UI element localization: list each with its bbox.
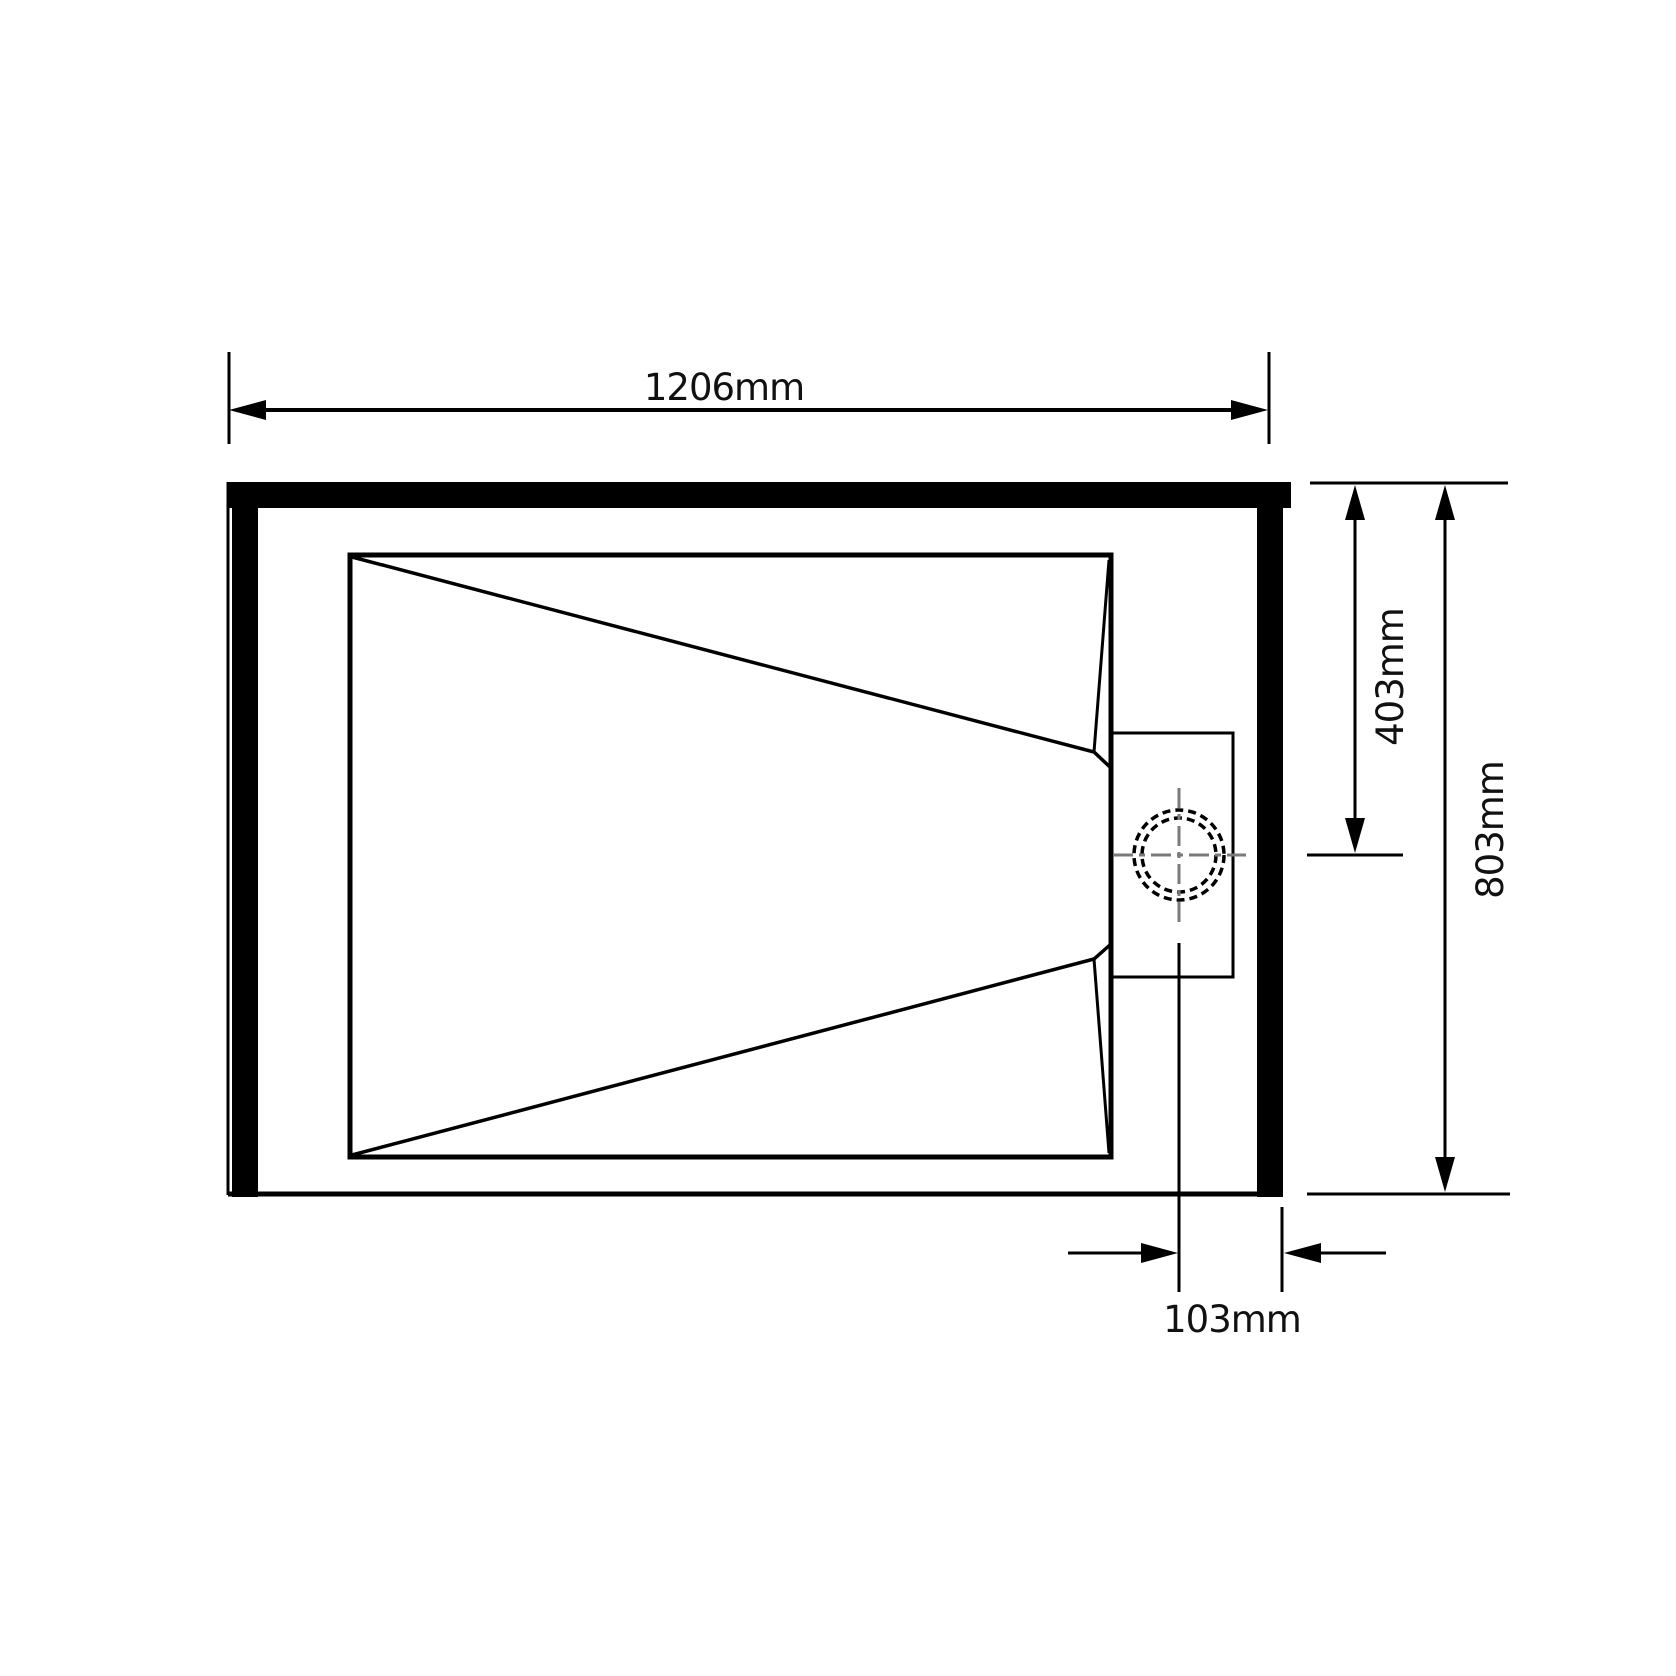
dimension-overall-width: 803mm — [1307, 485, 1512, 1196]
arrow-right-icon — [1141, 1243, 1178, 1263]
arrow-left-icon — [229, 400, 266, 420]
dimension-waste-from-end: 103mm — [1068, 943, 1386, 1341]
arrow-left-icon — [1284, 1243, 1321, 1263]
arrow-down-icon — [1435, 1157, 1455, 1192]
dimension-overall-length: 1206mm — [227, 352, 1271, 444]
arrow-up-icon — [1345, 485, 1365, 520]
dimension-label-403: 403mm — [1369, 608, 1412, 746]
fall-line-upper — [351, 555, 1113, 770]
arrow-down-icon — [1345, 818, 1365, 853]
frame-top-bar — [227, 482, 1291, 508]
arrow-up-icon — [1435, 485, 1455, 520]
dimension-label-1206: 1206mm — [644, 366, 804, 409]
tray-basin-outline — [347, 552, 1114, 1160]
waste-box — [1112, 731, 1246, 979]
channel-edge-upper — [1092, 559, 1111, 753]
frame-right-bar — [1257, 482, 1283, 1197]
dimension-label-803: 803mm — [1469, 761, 1512, 899]
outer-frame — [226, 482, 1291, 1197]
frame-left-bar — [232, 482, 258, 1197]
dimension-label-103: 103mm — [1163, 1298, 1301, 1341]
fall-line-lower — [351, 942, 1113, 1157]
channel-edge-lower — [1092, 958, 1111, 1154]
dimension-waste-from-top: 403mm — [1307, 481, 1508, 857]
drain-outer-circle-icon — [1132, 808, 1226, 902]
inner-tray — [347, 552, 1114, 1160]
arrow-right-icon — [1231, 400, 1268, 420]
